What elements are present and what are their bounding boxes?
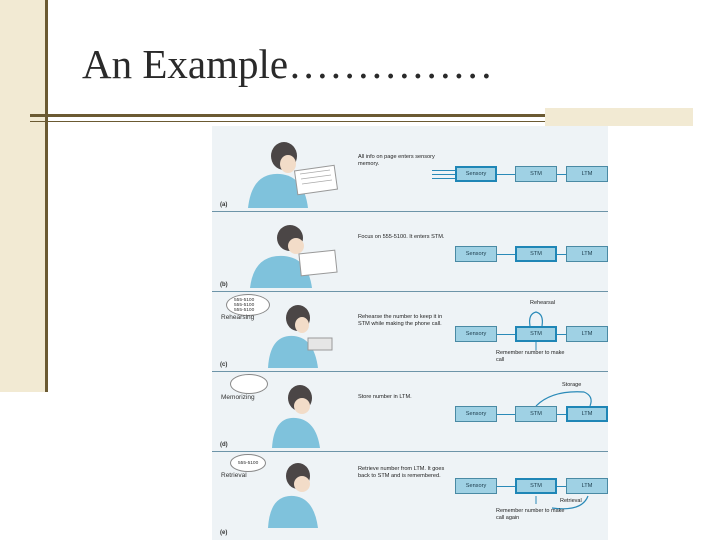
panel-e: 555-5100 Retrieval Retrieve number from … [212, 452, 608, 540]
person-phoning-illustration [268, 305, 333, 368]
stm-box: STM [515, 246, 557, 262]
panel-description: Retrieve number from LTM. It goes back t… [358, 466, 445, 479]
ltm-box: LTM [566, 326, 608, 342]
storage-arrow [535, 391, 592, 407]
panel-label: (b) [220, 282, 228, 288]
title-rule-thin [30, 121, 690, 122]
thought-bubble [230, 454, 266, 472]
side-bar-decoration [0, 0, 48, 392]
input-arrow [432, 174, 455, 175]
ltm-box: LTM [566, 478, 608, 494]
thought-bubble [230, 374, 268, 394]
sensory-box: Sensory [455, 406, 497, 422]
connector-arrow [497, 414, 515, 415]
side-label: Retrieval [221, 472, 247, 479]
connector-arrow [557, 414, 566, 415]
panel-label: (e) [220, 530, 228, 536]
sensory-box: Sensory [455, 478, 497, 494]
connector-arrow [497, 254, 515, 255]
person-memorizing-illustration [272, 385, 320, 448]
sensory-box: Sensory [455, 326, 497, 342]
panel-a: All info on page enters sensory memory. … [212, 132, 608, 212]
stm-box: STM [515, 166, 557, 182]
panel-d: Memorizing Store number in LTM. Storage … [212, 372, 608, 452]
panel-description: Store number in LTM. [358, 394, 412, 400]
rehearsed-digits: 555-5100 555-5100 555-5100 [234, 298, 255, 313]
input-arrow [432, 170, 455, 171]
right-block-decoration [545, 108, 693, 126]
connector-arrow [557, 254, 566, 255]
connector-arrow [557, 486, 566, 487]
stm-box: STM [515, 478, 557, 494]
ltm-box: LTM [566, 246, 608, 262]
rehearsal-label: Rehearsal [530, 300, 556, 306]
remember-note: Remember number to make call [496, 350, 565, 363]
retrieved-digits: 555-5100 [238, 461, 259, 466]
panel-label: (d) [220, 442, 228, 448]
panel-c: 555-5100 555-5100 555-5100 Rehearsing Re… [212, 292, 608, 372]
connector-arrow [497, 334, 515, 335]
panel-label: (a) [220, 202, 228, 208]
panel-description: Rehearse the number to keep it in STM wh… [358, 314, 443, 327]
person-retrieving-illustration [268, 463, 318, 528]
sensory-box: Sensory [455, 166, 497, 182]
panel-label: (c) [220, 362, 228, 368]
retrieval-label: Retrieval [560, 498, 582, 504]
sensory-box: Sensory [455, 246, 497, 262]
memory-figure: All info on page enters sensory memory. … [212, 126, 608, 540]
slide-title: An Example…………… [82, 41, 494, 87]
panel-b: Focus on 555-5100. It enters STM. Sensor… [212, 212, 608, 292]
stm-box: STM [515, 326, 557, 342]
person-focusing-illustration [250, 225, 338, 288]
panel-description: All info on page enters sensory memory. [358, 154, 435, 167]
thought-bubble [226, 294, 270, 316]
connector-arrow [557, 334, 566, 335]
connector-arrow [557, 174, 566, 175]
person-reading-illustration [248, 142, 339, 208]
title-rule-thick [30, 114, 690, 117]
side-label: Memorizing [221, 394, 255, 401]
ltm-box: LTM [566, 406, 608, 422]
rehearsal-loop-arrow [529, 311, 543, 350]
connector-arrow [497, 174, 515, 175]
remember-note: Remember number to make call again [496, 508, 565, 521]
storage-label: Storage [562, 382, 582, 388]
side-label: Rehearsing [221, 314, 255, 321]
connector-arrow [497, 486, 515, 487]
panel-description: Focus on 555-5100. It enters STM. [358, 234, 445, 240]
input-arrow [432, 178, 455, 179]
stm-box: STM [515, 406, 557, 422]
ltm-box: LTM [566, 166, 608, 182]
retrieval-arrow [535, 495, 589, 510]
